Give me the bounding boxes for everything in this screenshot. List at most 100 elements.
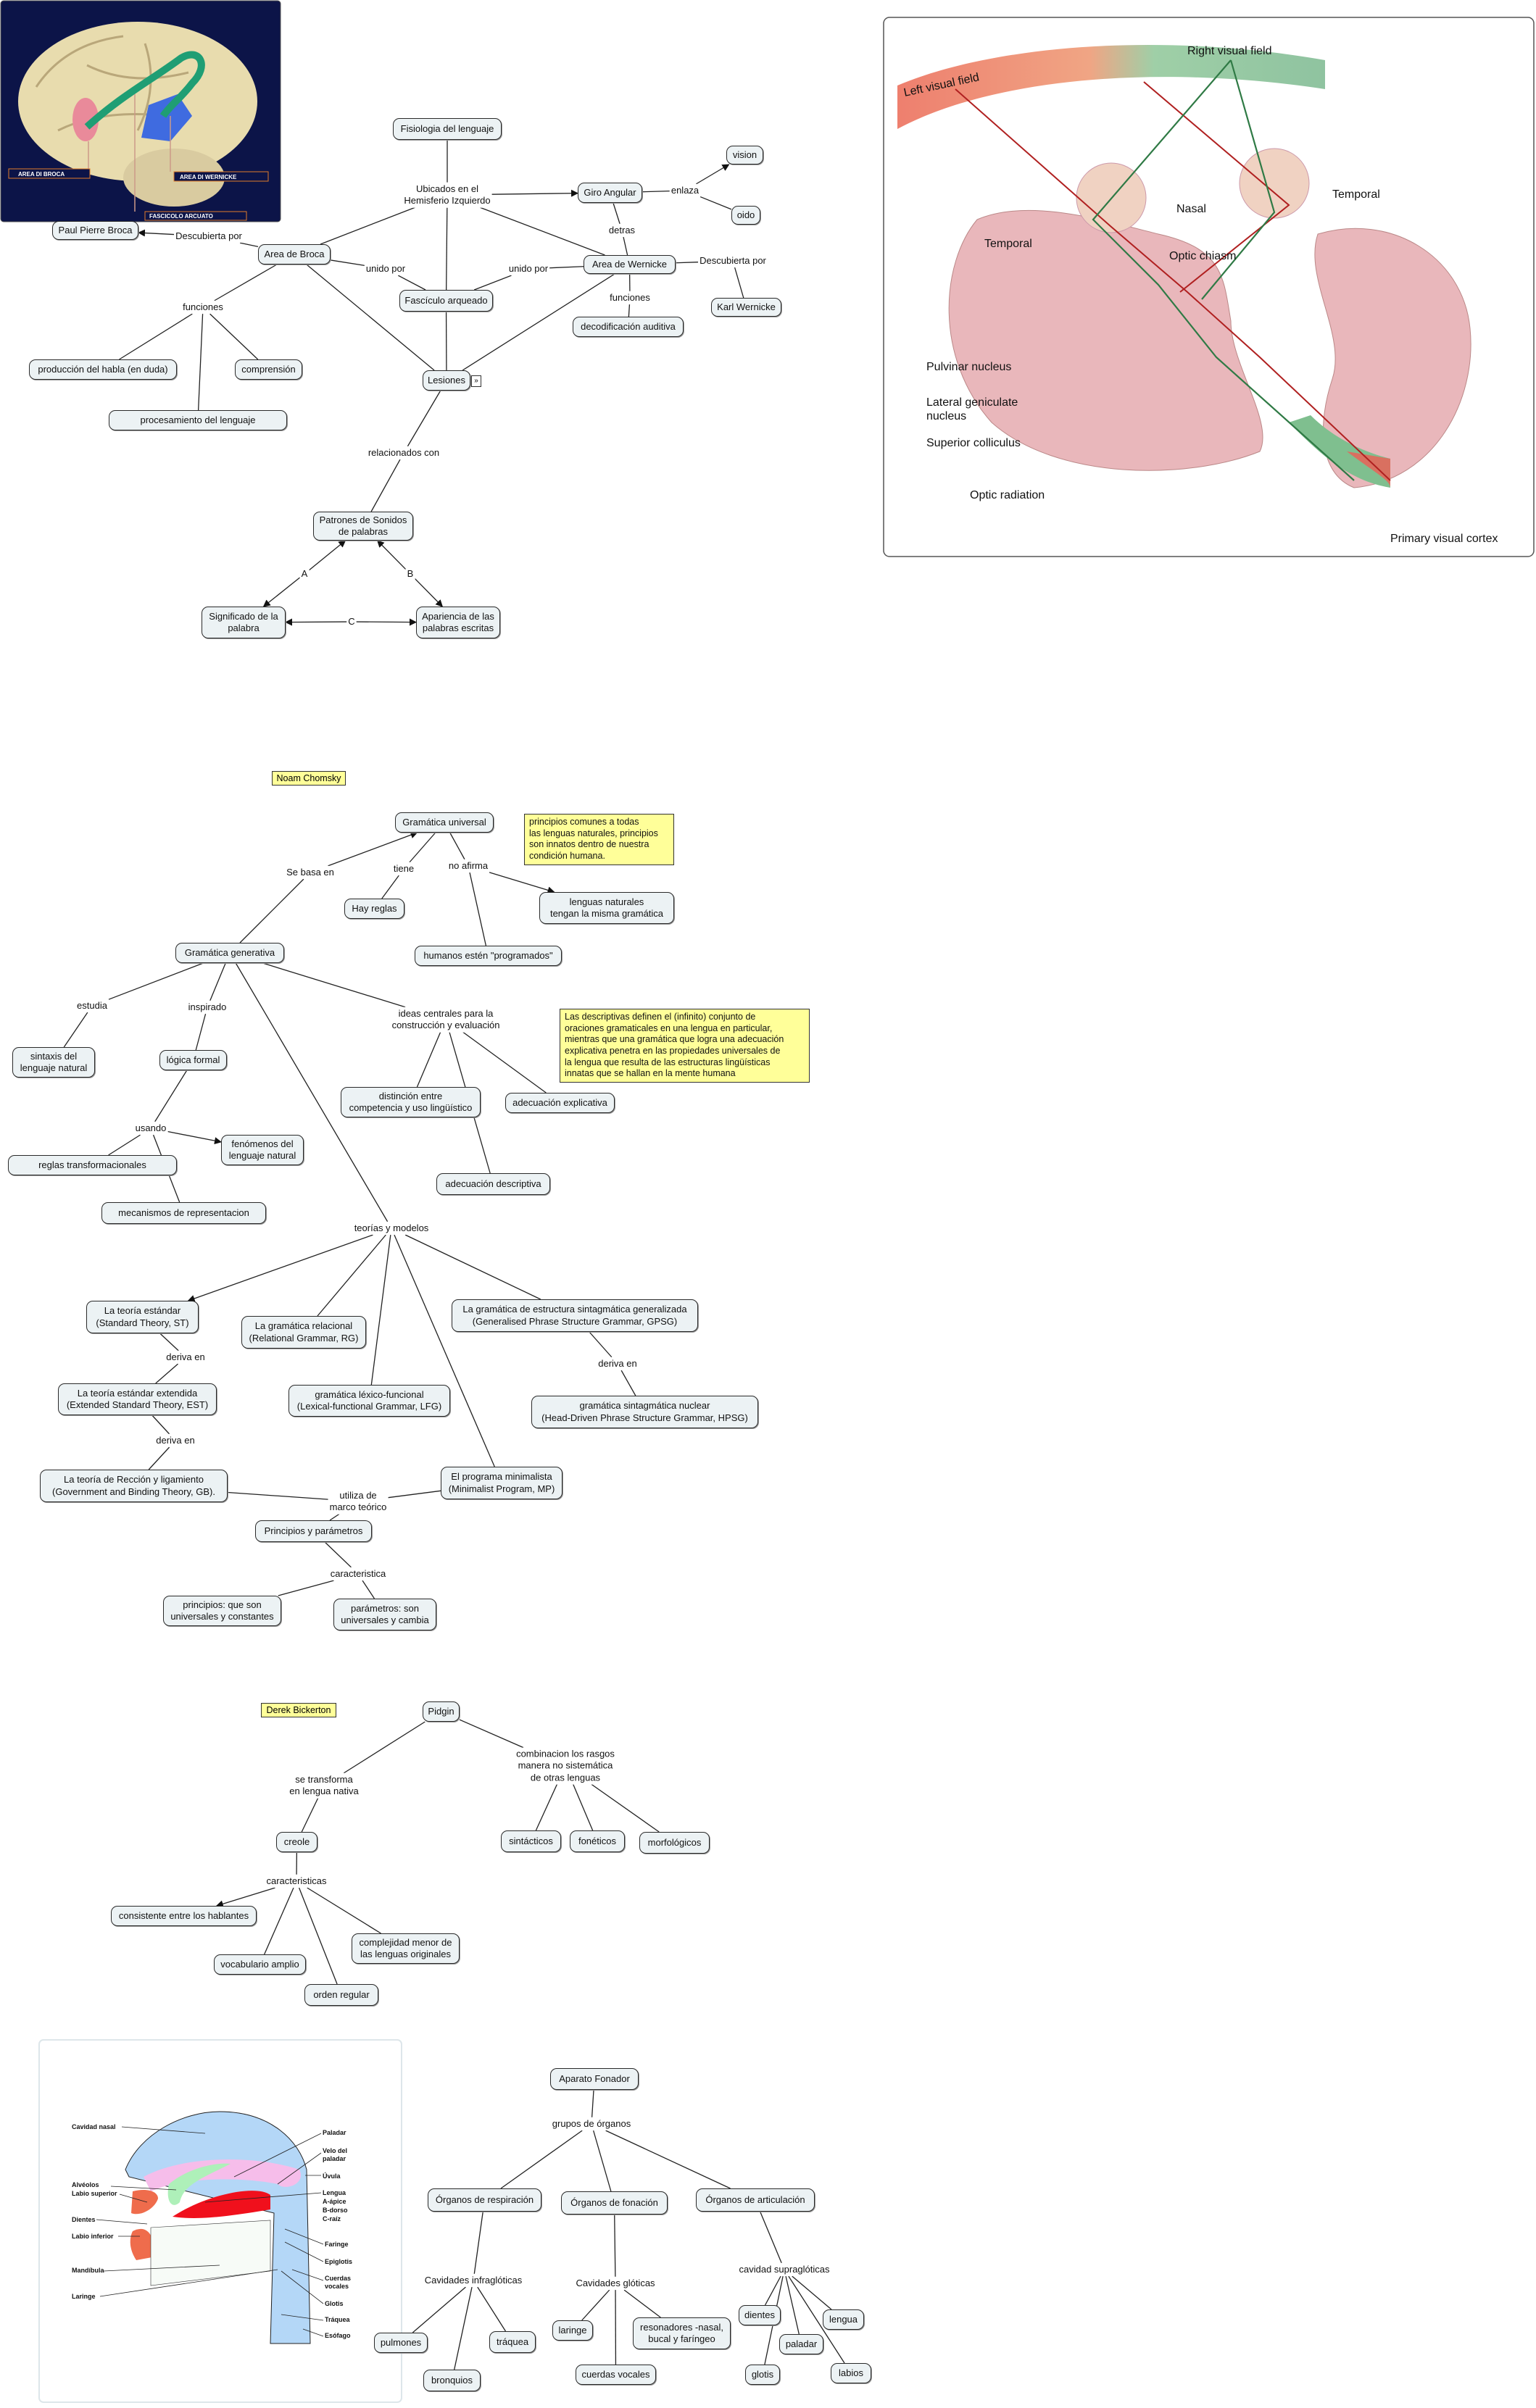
node-orden-regular[interactable]: orden regular: [304, 1984, 378, 2006]
node-labios[interactable]: labios: [831, 2363, 871, 2383]
node-procesamiento-del-lenguaje[interactable]: procesamiento del lenguaje: [109, 410, 287, 430]
node-vision[interactable]: vision: [726, 146, 763, 164]
node-laringe[interactable]: laringe: [552, 2320, 593, 2341]
node-logica-formal[interactable]: lógica formal: [159, 1050, 227, 1070]
node-fasciculo-arqueado[interactable]: Fascículo arqueado: [399, 290, 493, 312]
connection-log-usando: [154, 1070, 188, 1122]
tag-derek-bickerton: Derek Bickerton: [261, 1703, 336, 1717]
connection-gen-ideas: [262, 962, 406, 1008]
node-giro-angular[interactable]: Giro Angular: [578, 183, 642, 203]
node-glotis[interactable]: glotis: [745, 2365, 780, 2385]
node-patrones-de-sonidos[interactable]: Patrones de Sonidos de palabras: [313, 512, 413, 541]
node-apariencia-de-las-palabras[interactable]: Apariencia de las palabras escritas: [416, 607, 500, 638]
node-organos-fonacion[interactable]: Órganos de fonación: [561, 2191, 668, 2215]
expand-submap-icon[interactable]: »: [471, 375, 481, 387]
node-principios-y-parametros[interactable]: Principios y parámetros: [255, 1520, 372, 1542]
node-paul-pierre-broca[interactable]: Paul Pierre Broca: [52, 221, 138, 240]
node-vocabulario-amplio[interactable]: vocabulario amplio: [214, 1954, 306, 1975]
connection-gen-insp: [209, 962, 226, 1001]
node-mecanismos[interactable]: mecanismos de representacion: [101, 1202, 266, 1224]
node-paladar[interactable]: paladar: [779, 2334, 823, 2354]
connection-noaf-hum: [469, 872, 487, 946]
node-creole[interactable]: creole: [276, 1832, 317, 1852]
node-complejidad-menor[interactable]: complejidad menor de las lenguas origina…: [352, 1933, 460, 1964]
connection-infra-pul: [412, 2286, 466, 2333]
node-reccion-y-ligamiento[interactable]: La teoría de Rección y ligamiento (Gover…: [40, 1470, 228, 1502]
node-produccion-del-habla[interactable]: producción del habla (en duda): [29, 359, 177, 380]
node-sintaxis[interactable]: sintaxis del lenguaje natural: [12, 1047, 95, 1078]
node-oido[interactable]: oido: [731, 206, 760, 225]
connection-wern-desc2: [675, 262, 699, 264]
node-gramatica-relacional[interactable]: La gramática relacional (Relational Gram…: [241, 1316, 366, 1349]
node-bronquios[interactable]: bronquios: [423, 2370, 481, 2391]
connection-func1-comp: [209, 313, 259, 360]
connection-estudia-sint: [63, 1012, 88, 1048]
link-deriva-en: deriva en: [165, 1350, 207, 1365]
node-sintacticos[interactable]: sintácticos: [501, 1830, 561, 1852]
connection-desc1-paul: [138, 229, 175, 237]
link-cavidades-infragloticas: Cavidades infraglóticas: [423, 2273, 524, 2288]
node-significado-de-la-palabra[interactable]: Significado de la palabra: [202, 607, 286, 638]
node-comprension[interactable]: comprensión: [235, 359, 302, 380]
node-adecuacion-descriptiva[interactable]: adecuación descriptiva: [436, 1173, 550, 1195]
node-decodificacion-auditiva[interactable]: decodificación auditiva: [573, 317, 684, 337]
vocal-label-traquea: Tráquea: [325, 2316, 351, 2323]
connection-B-apa: [414, 578, 444, 607]
node-traquea[interactable]: tráquea: [489, 2331, 536, 2353]
node-humanos-programados[interactable]: humanos estén "programados": [415, 946, 562, 966]
connection-broca-func1: [214, 264, 278, 301]
connection-usando-fen: [167, 1130, 222, 1145]
node-lesiones[interactable]: Lesiones: [423, 370, 470, 391]
node-consistente[interactable]: consistente entre los hablantes: [111, 1906, 257, 1926]
node-teoria-estandar-extendida[interactable]: La teoría estándar extendida (Extended S…: [58, 1383, 217, 1415]
node-organos-respiracion[interactable]: Órganos de respiración: [428, 2188, 541, 2212]
node-gramatica-generativa[interactable]: Gramática generativa: [175, 943, 284, 963]
vocal-label-alveolos: Alvéolos: [72, 2181, 99, 2188]
node-lfg[interactable]: gramática léxico-funcional (Lexical-func…: [288, 1385, 450, 1417]
label-primary-visual-cortex: Primary visual cortex: [1390, 533, 1498, 545]
label-pulvinar: Pulvinar nucleus: [926, 361, 1011, 373]
link-cavidad-supragloticas: cavidad supraglóticas: [737, 2262, 831, 2277]
node-programa-minimalista[interactable]: El programa minimalista (Minimalist Prog…: [441, 1467, 562, 1499]
link-c: C: [346, 615, 357, 629]
node-dientes[interactable]: dientes: [739, 2305, 781, 2325]
link-ideas-centrales: ideas centrales para la construcción y e…: [390, 1007, 502, 1033]
node-adecuacion-explicativa[interactable]: adecuación explicativa: [505, 1093, 615, 1113]
node-distincion[interactable]: distinción entre competencia y uso lingü…: [341, 1087, 481, 1117]
node-principios[interactable]: principios: que son universales y consta…: [163, 1596, 281, 1626]
link-unido-por: unido por: [507, 262, 550, 276]
node-reglas-transformacionales[interactable]: reglas transformacionales: [8, 1155, 177, 1175]
node-area-de-broca[interactable]: Area de Broca: [258, 244, 331, 264]
connection-der1-est: [155, 1363, 178, 1384]
node-foneticos[interactable]: fonéticos: [570, 1830, 625, 1852]
vocal-label-esofago: Esófago: [325, 2332, 351, 2339]
node-hay-reglas[interactable]: Hay reglas: [344, 899, 404, 919]
connection-pid-setr: [343, 1721, 425, 1774]
connection-teor-st: [187, 1234, 373, 1302]
node-lenguas-naturales[interactable]: lenguas naturales tengan la misma gramát…: [539, 892, 674, 924]
node-cuerdas-vocales[interactable]: cuerdas vocales: [576, 2365, 656, 2385]
link-teorias-y-modelos: teorías y modelos: [352, 1221, 431, 1236]
node-fenomenos[interactable]: fenómenos del lenguaje natural: [221, 1135, 304, 1165]
node-karl-wernicke[interactable]: Karl Wernicke: [711, 298, 781, 317]
connection-teor-rg: [317, 1234, 386, 1317]
node-hpsg[interactable]: gramática sintagmática nuclear (Head-Dri…: [531, 1396, 758, 1428]
connection-util-pp: [329, 1513, 340, 1521]
node-organos-articulacion[interactable]: Órganos de articulación: [696, 2188, 815, 2212]
node-aparato-fonador[interactable]: Aparato Fonador: [550, 2068, 639, 2090]
node-resonadores[interactable]: resonadores -nasal, bucal y faríngeo: [633, 2317, 731, 2349]
node-lengua[interactable]: lengua: [823, 2309, 864, 2330]
connection-grupos-resp: [500, 2130, 583, 2189]
node-gpsg[interactable]: La gramática de estructura sintagmática …: [452, 1299, 698, 1332]
node-morfologicos[interactable]: morfológicos: [639, 1832, 710, 1854]
brain-label-wernicke: AREA DI WERNICKE: [180, 174, 237, 180]
connection-wern-les: [462, 273, 615, 371]
node-teoria-estandar[interactable]: La teoría estándar (Standard Theory, ST): [86, 1301, 199, 1333]
vocal-label-faringe: Faringe: [325, 2241, 349, 2248]
node-area-de-wernicke[interactable]: Area de Wernicke: [584, 255, 676, 274]
node-parametros[interactable]: parámetros: son universales y cambia: [333, 1599, 436, 1630]
node-gramatica-universal[interactable]: Gramática universal: [395, 812, 494, 833]
node-pulmones[interactable]: pulmones: [374, 2333, 428, 2353]
node-fisiologia-del-lenguaje[interactable]: Fisiologia del lenguaje: [393, 118, 502, 140]
node-pidgin[interactable]: Pidgin: [423, 1701, 460, 1722]
